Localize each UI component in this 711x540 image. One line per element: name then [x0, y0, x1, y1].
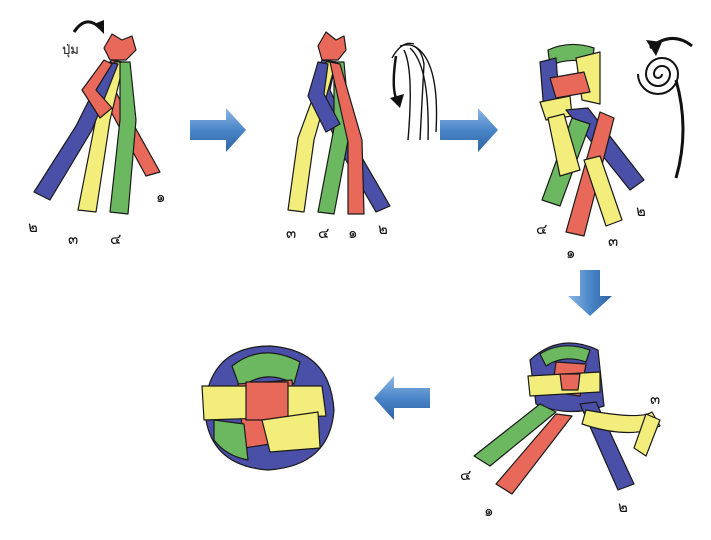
- strand-green: [473, 403, 557, 467]
- strand-label: ๔: [318, 224, 329, 242]
- strand-yellow-2: [583, 155, 623, 227]
- strand-red: [329, 61, 365, 215]
- strand-label: ๑: [566, 244, 576, 262]
- step-3: ๔ ๒ ๑ ๓: [536, 37, 693, 262]
- right-arrow-icon: [190, 108, 246, 152]
- strand-green: [109, 61, 137, 215]
- strand-label: ๑: [484, 502, 494, 520]
- strand-red-loop: [81, 59, 113, 119]
- ball-green: [539, 345, 591, 367]
- step-1: ปุ่ม ๒ ๓ ๔ ๑: [28, 20, 166, 248]
- strand-blue-loop: [307, 61, 341, 133]
- strand-label: ๑: [348, 224, 358, 242]
- knot-top: [103, 33, 137, 61]
- ball-green-top: [231, 352, 301, 389]
- strand-red: [495, 413, 573, 495]
- strand-label: ๓: [68, 230, 78, 248]
- ball-yellow-lower: [261, 411, 321, 453]
- strand-yellow: [581, 409, 661, 434]
- ball-red-2: [559, 373, 581, 391]
- strand-yellow: [547, 113, 581, 177]
- strand-label: ๒: [618, 498, 628, 516]
- step-4: ๓ ๔ ๑ ๒: [460, 342, 661, 520]
- left-arrow-icon: [374, 376, 430, 420]
- strand-label: ๒: [378, 220, 388, 238]
- strand-label: ๔: [460, 466, 471, 484]
- strand-yellow-up: [633, 413, 661, 457]
- braid-red: [549, 71, 591, 99]
- knot-top: [317, 31, 347, 61]
- strand-label: ๒: [28, 218, 38, 236]
- spiral-icon: [637, 57, 685, 179]
- ball-red-over: [245, 381, 289, 421]
- strand-label: ๔: [110, 230, 121, 248]
- strands-sketch-icon: [390, 42, 438, 141]
- step-2: ๓ ๔ ๑ ๒: [286, 31, 438, 242]
- top-label: ปุ่ม: [62, 43, 79, 58]
- strand-label: ๒: [636, 202, 646, 220]
- strand-label: ๔: [536, 220, 547, 238]
- strand-label: ๑: [156, 188, 166, 206]
- right-arrow-icon: [440, 108, 498, 152]
- strand-label: ๓: [650, 390, 660, 408]
- down-arrow-icon: [568, 270, 612, 316]
- curved-arrow-head: [94, 20, 104, 34]
- strand-label: ๓: [608, 232, 618, 250]
- curved-arrow-icon: [646, 37, 693, 56]
- ball-green-lower: [213, 419, 249, 461]
- finished-knot: [201, 345, 335, 471]
- strand-label: ๓: [286, 224, 296, 242]
